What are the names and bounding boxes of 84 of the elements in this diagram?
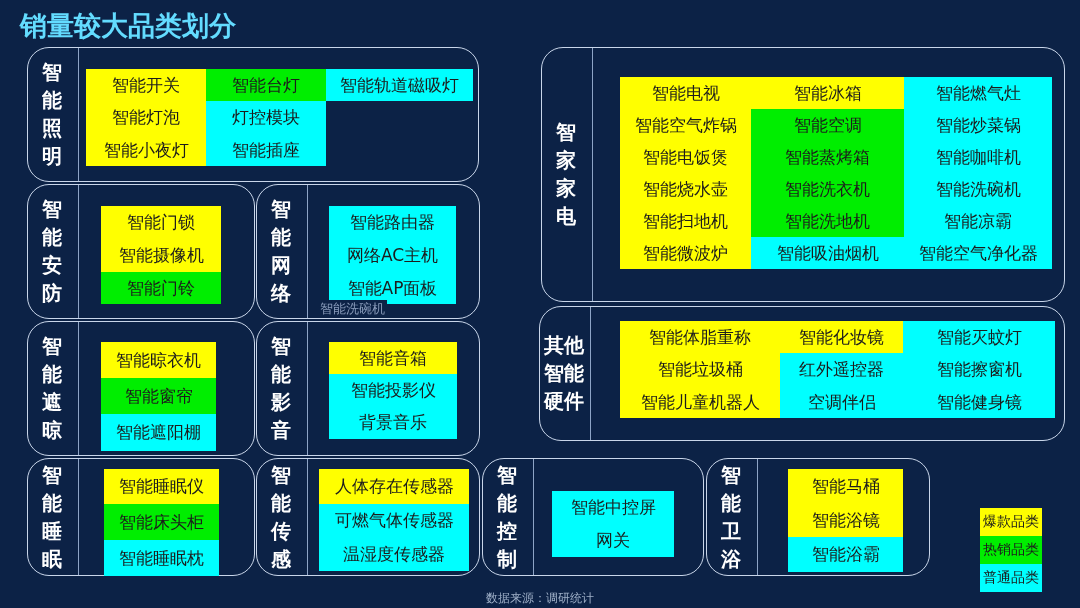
category-panel — [256, 458, 480, 576]
category-panel — [27, 47, 479, 182]
product-cell: 智能睡眠枕 — [104, 540, 219, 576]
product-cell: 智能微波炉 — [620, 237, 751, 269]
product-cell: 网络AC主机 — [329, 239, 456, 272]
product-cell: 智能空气净化器 — [904, 237, 1052, 269]
product-cell: 智能冰箱 — [751, 77, 904, 109]
product-cell: 智能中控屏 — [552, 491, 674, 524]
product-cell: 智能床头柜 — [104, 504, 219, 540]
category-title: 智能照明 — [40, 59, 63, 170]
legend-item: 爆款品类 — [980, 508, 1042, 536]
product-cell: 智能马桶 — [788, 469, 903, 503]
category-panel — [539, 306, 1065, 441]
product-cell: 智能化妆镜 — [780, 321, 903, 353]
category-title: 智能安防 — [40, 196, 63, 307]
product-cell: 智能扫地机 — [620, 205, 751, 237]
category-title: 智能传感 — [269, 461, 292, 573]
product-cell: 智能投影仪 — [329, 374, 457, 406]
product-cell: 红外遥控器 — [780, 353, 903, 386]
product-cell: 网关 — [552, 524, 674, 557]
product-cell: 智能晾衣机 — [101, 342, 216, 378]
product-cell: 智能炒菜锅 — [904, 109, 1052, 141]
product-cell: 智能健身镜 — [903, 386, 1055, 418]
product-cell: 智能门铃 — [101, 272, 221, 304]
product-cell: 智能体脂重称 — [620, 321, 780, 353]
product-cell: 智能小夜灯 — [86, 134, 206, 166]
product-cell: 灯控模块 — [206, 101, 326, 134]
faint-text: 智能洗碗机 — [318, 300, 387, 318]
product-cell: 智能台灯 — [206, 69, 326, 101]
product-cell: 智能垃圾桶 — [620, 353, 780, 386]
product-cell: 智能门锁 — [101, 206, 221, 239]
product-cell: 智能烧水壶 — [620, 173, 751, 205]
product-cell: 智能电饭煲 — [620, 141, 751, 173]
product-cell: 智能睡眠仪 — [104, 469, 219, 504]
legend-item: 热销品类 — [980, 536, 1042, 564]
product-cell: 智能窗帘 — [101, 378, 216, 414]
product-cell: 智能洗地机 — [751, 205, 904, 237]
category-panel — [482, 458, 704, 576]
product-cell: 背景音乐 — [329, 406, 457, 439]
product-cell: 智能空调 — [751, 109, 904, 141]
category-title: 智家家电 — [554, 119, 577, 230]
product-cell: 智能路由器 — [329, 206, 456, 239]
category-title: 智能睡眠 — [40, 461, 63, 573]
product-cell: 人体存在传感器 — [319, 469, 469, 504]
product-cell: 空调伴侣 — [780, 386, 903, 418]
product-cell: 智能灭蚊灯 — [903, 321, 1055, 353]
category-panel — [541, 47, 1065, 302]
category-title: 智能卫浴 — [719, 461, 742, 573]
product-cell: 智能洗碗机 — [904, 173, 1052, 205]
product-cell: 智能音箱 — [329, 342, 457, 374]
category-title: 智能影音 — [269, 333, 292, 444]
category-panel — [27, 321, 255, 456]
category-title: 智能控制 — [495, 461, 518, 573]
product-cell: 智能浴霸 — [788, 537, 903, 572]
category-title: 智能遮晾 — [40, 333, 63, 444]
product-cell: 可燃气体传感器 — [319, 504, 469, 537]
product-cell: 智能空气炸锅 — [620, 109, 751, 141]
product-cell: 智能洗衣机 — [751, 173, 904, 205]
product-cell: 智能咖啡机 — [904, 141, 1052, 173]
category-title: 智能网络 — [269, 196, 292, 307]
category-panel — [706, 458, 930, 576]
category-panel — [27, 184, 255, 319]
product-cell: 智能蒸烤箱 — [751, 141, 904, 173]
product-cell: 智能电视 — [620, 77, 751, 109]
product-cell: 智能摄像机 — [101, 239, 221, 272]
product-cell: 智能凉霸 — [904, 205, 1052, 237]
product-cell: 智能儿童机器人 — [620, 386, 780, 418]
product-cell: 智能擦窗机 — [903, 353, 1055, 386]
product-cell: 智能燃气灶 — [904, 77, 1052, 109]
category-panel — [27, 458, 255, 576]
product-cell: 智能灯泡 — [86, 101, 206, 134]
product-cell: 温湿度传感器 — [319, 537, 469, 571]
product-cell: 智能遮阳棚 — [101, 414, 216, 451]
legend-item: 普通品类 — [980, 564, 1042, 592]
category-panel — [256, 184, 480, 319]
product-cell: 智能浴镜 — [788, 503, 903, 537]
product-cell: 智能插座 — [206, 134, 326, 166]
page-title: 销量较大品类划分 — [20, 9, 236, 43]
category-title: 其他智能硬件 — [542, 332, 585, 415]
product-cell: 智能轨道磁吸灯 — [326, 69, 473, 101]
product-cell: 智能开关 — [86, 69, 206, 101]
source-note: 数据来源：调研统计 — [486, 590, 594, 607]
category-panel — [256, 321, 480, 456]
product-cell: 智能吸油烟机 — [751, 237, 904, 269]
